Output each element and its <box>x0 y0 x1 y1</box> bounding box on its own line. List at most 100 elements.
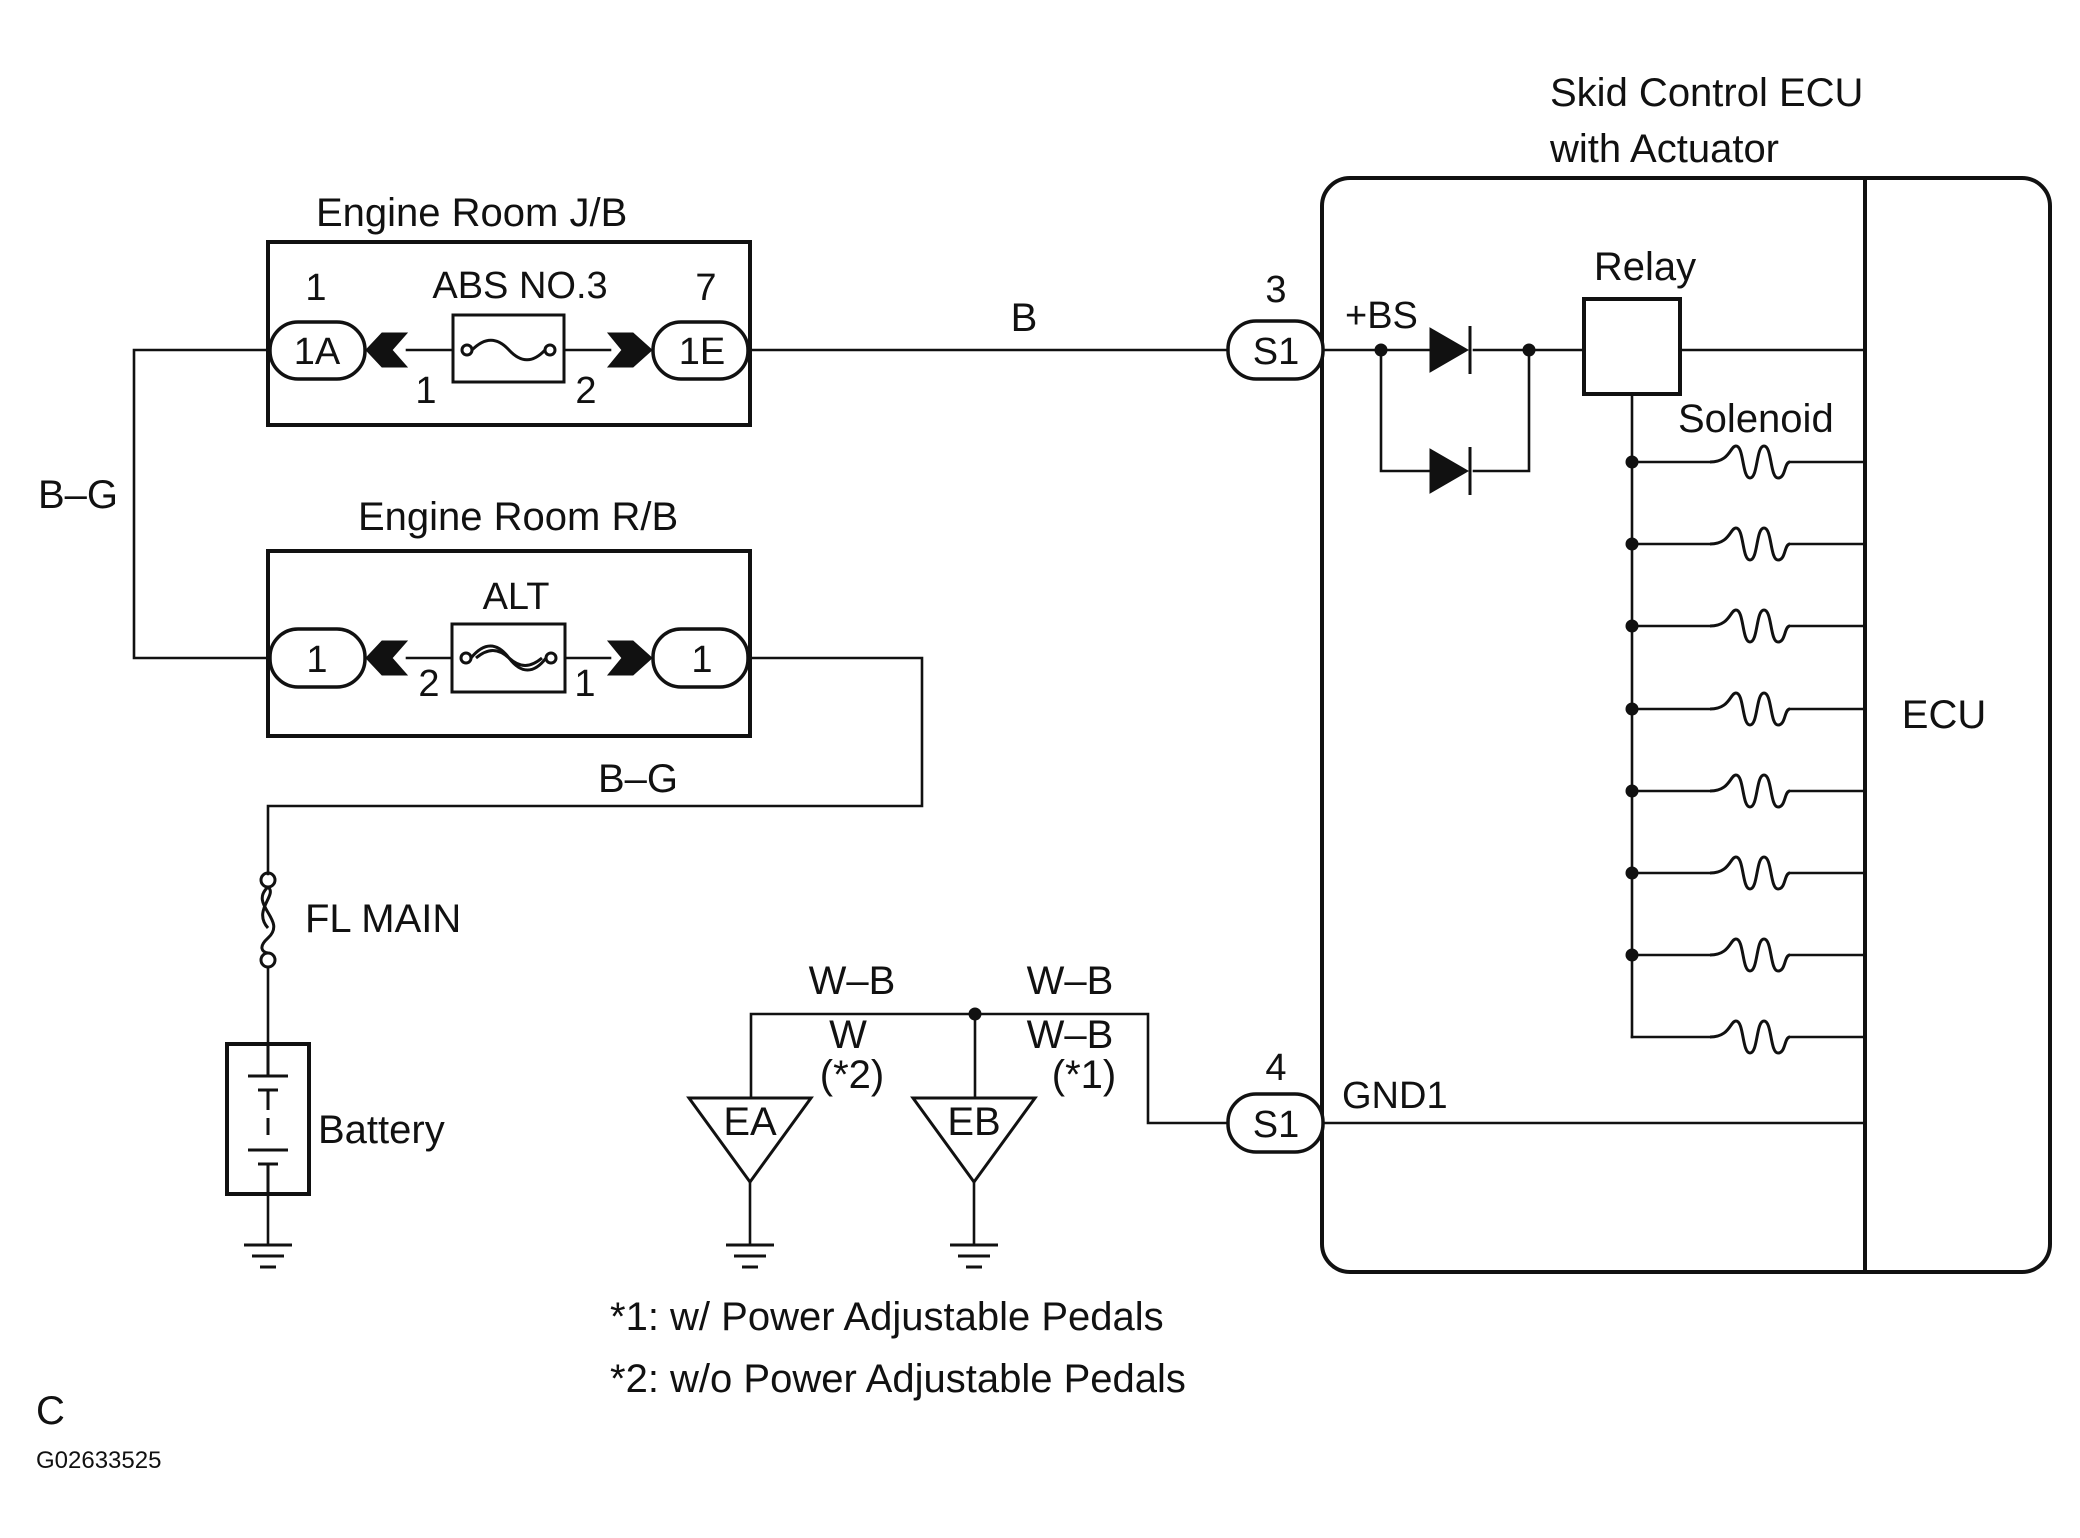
solenoid-row <box>1625 526 1867 562</box>
ecu-connector-s1-top-pin: 3 <box>1265 269 1286 311</box>
wire-label-bg-bottom: B–G <box>598 757 678 801</box>
note-1: *1: w/ Power Adjustable Pedals <box>610 1295 1164 1339</box>
ecu-connector-s1-bottom-label: S1 <box>1253 1104 1299 1146</box>
ecu-housing <box>1320 176 2052 1274</box>
relay-icon <box>1582 297 1682 396</box>
wire-label-wb-alt: W–B <box>1027 1013 1114 1057</box>
splice-icon <box>1374 343 1388 357</box>
solenoid-row <box>1625 444 1867 480</box>
wire-label-b: B <box>1011 296 1038 340</box>
ecu-connector-s1-bottom-pin: 4 <box>1265 1047 1286 1089</box>
rb-box <box>266 549 752 738</box>
jb-connector-1e-label: 1E <box>679 331 725 373</box>
alt-fuse-icon <box>450 622 567 694</box>
fusible-link-icon <box>261 885 272 929</box>
gnd1-terminal-label: GND1 <box>1342 1075 1448 1117</box>
solenoid-label: Solenoid <box>1678 397 1834 441</box>
skid-control-ecu: Skid Control ECU with Actuator ECU S1 3 … <box>1226 71 2052 1274</box>
solenoid-coil-icon <box>1709 608 1791 644</box>
ground-points: W–B W–B W (*2) W–B (*1) EA EB <box>686 959 1230 1269</box>
battery-cells-icon <box>248 1044 288 1194</box>
jb-fuse-pin-2: 2 <box>575 370 596 412</box>
solenoid-row <box>1625 691 1867 727</box>
fusible-link-end-icon <box>259 951 277 969</box>
fuse-element-icon <box>470 338 547 362</box>
fusible-link-icon <box>260 885 276 955</box>
ground-eb-icon <box>910 1096 1038 1185</box>
rb-terminal-right-icon <box>606 640 653 676</box>
fuse-end-icon <box>459 651 473 665</box>
ground-icon <box>950 1243 998 1269</box>
footer-letter: C <box>36 1389 65 1433</box>
power-source: FL MAIN Battery <box>225 871 461 1269</box>
rb-title: Engine Room R/B <box>358 495 678 539</box>
note-ref-1: (*1) <box>1052 1053 1116 1097</box>
external-wires: B–G B B–G <box>38 296 1230 876</box>
solenoid-coil-icon <box>1709 691 1791 727</box>
jb-pin-7: 7 <box>695 267 716 309</box>
ground-eb-label: EB <box>947 1100 1000 1144</box>
wire-rb-fl <box>266 656 924 876</box>
ecu-bs-wiring <box>1321 348 1586 473</box>
solenoid-coil-icon <box>1709 773 1791 809</box>
ecu-label: ECU <box>1902 693 1986 737</box>
wire-label-wb-right: W–B <box>1027 959 1114 1003</box>
ecu-title-line2: with Actuator <box>1549 127 1779 171</box>
relay-label: Relay <box>1594 245 1696 289</box>
rb-fuse-pin-2: 2 <box>418 663 439 705</box>
ground-ea-label: EA <box>723 1100 777 1144</box>
jb-title: Engine Room J/B <box>316 191 627 235</box>
diode-icon <box>1429 448 1469 494</box>
ecu-connector-s1-top-label: S1 <box>1253 331 1299 373</box>
solenoid-coil-icon <box>1709 855 1791 891</box>
abs-no3-fuse-icon <box>451 313 566 384</box>
solenoid-row <box>1630 1019 1867 1055</box>
splice-icon <box>1522 343 1536 357</box>
fuse-end-icon <box>544 651 558 665</box>
abs-no3-label: ABS NO.3 <box>432 265 607 307</box>
solenoid-row <box>1625 937 1867 973</box>
fl-main-label: FL MAIN <box>305 897 461 941</box>
ecu-title-line1: Skid Control ECU <box>1550 71 1863 115</box>
solenoid-row <box>1625 608 1867 644</box>
bs-terminal-label: +BS <box>1345 295 1418 337</box>
battery-label: Battery <box>318 1108 445 1152</box>
wire-label-wb-left: W–B <box>809 959 896 1003</box>
fuse-end-icon <box>460 343 474 357</box>
rb-fuse-pin-1: 1 <box>574 663 595 705</box>
ground-icon <box>726 1243 774 1269</box>
wire-label-bg-left: B–G <box>38 473 118 517</box>
fuse-end-icon <box>543 343 557 357</box>
rb-terminal-left-icon <box>365 640 409 676</box>
ground-wiring <box>749 1012 1230 1125</box>
ground-ea-icon <box>686 1096 814 1185</box>
fuse-element-icon <box>475 649 543 667</box>
alt-label: ALT <box>483 576 550 618</box>
wire-label-w: W <box>829 1013 867 1057</box>
ground-icon <box>244 1243 292 1269</box>
solenoid-coil-icon <box>1709 1019 1791 1055</box>
note-ref-2: (*2) <box>820 1053 884 1097</box>
rb-connector-left-label: 1 <box>306 639 327 681</box>
jb-terminal-right-icon <box>606 332 653 368</box>
solenoid-row <box>1625 855 1867 891</box>
engine-room-jb: Engine Room J/B 1A 1E ABS NO.3 1 7 1 2 <box>266 191 752 427</box>
jb-fuse-pin-1: 1 <box>415 370 436 412</box>
notes: *1: w/ Power Adjustable Pedals *2: w/o P… <box>610 1295 1186 1401</box>
jb-pin-1: 1 <box>305 267 326 309</box>
footer-code: G02633525 <box>36 1447 161 1474</box>
jb-box <box>266 240 752 427</box>
solenoid-coil-icon <box>1709 526 1791 562</box>
wire-jb-rb <box>132 348 272 660</box>
note-2: *2: w/o Power Adjustable Pedals <box>610 1357 1186 1401</box>
solenoid-row <box>1625 773 1867 809</box>
solenoid-coil-icon <box>1709 937 1791 973</box>
engine-room-rb: Engine Room R/B 1 1 ALT 2 1 <box>266 495 752 738</box>
rb-connector-right-label: 1 <box>691 639 712 681</box>
jb-connector-1a-label: 1A <box>294 331 341 373</box>
splice-icon <box>968 1007 982 1021</box>
solenoid-coil-icon <box>1709 444 1791 480</box>
diode-icon <box>1429 327 1469 373</box>
jb-terminal-left-icon <box>365 332 409 368</box>
